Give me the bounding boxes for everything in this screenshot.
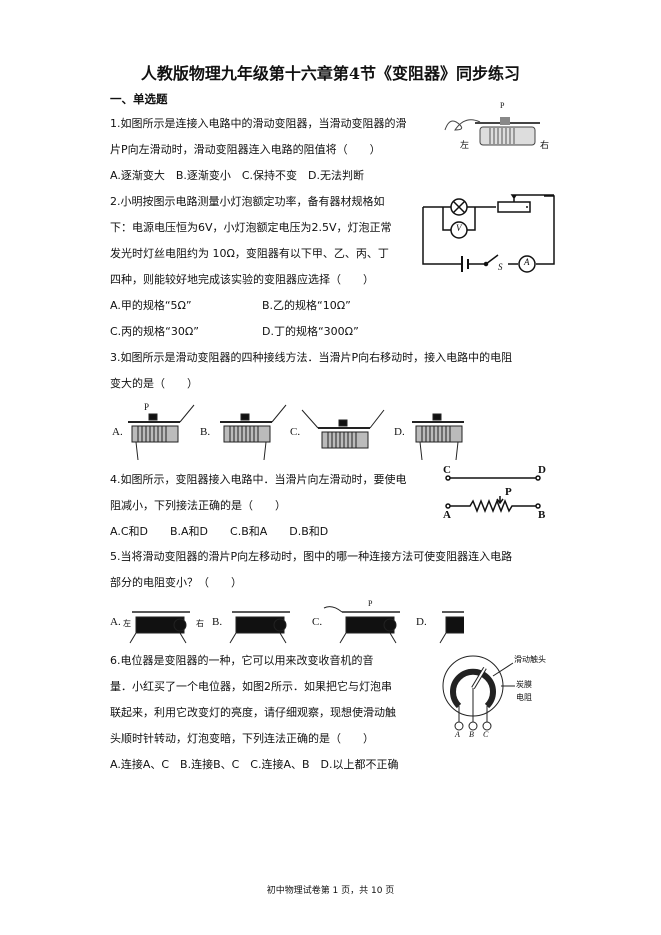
q2-switch-label: S	[498, 262, 503, 272]
q4-options: A.C和D B.A和D C.B和A D.B和D	[110, 525, 329, 538]
q6-contact-label: 滑动触头	[514, 655, 546, 664]
q2-ammeter-label: A	[524, 257, 530, 267]
q2-option-b: B.乙的规格“10Ω”	[262, 299, 351, 312]
q6-c-label: C	[483, 730, 489, 739]
q1-p-label: P	[500, 101, 505, 110]
q2-voltmeter-label: V	[456, 223, 462, 233]
q5-rheostat-figures	[129, 606, 464, 644]
q6-potentiometer-diagram	[442, 655, 515, 731]
q2-line: 下：电源电压恒为6V，小灯泡额定电压为2.5V，灯泡正常	[110, 221, 392, 234]
section-heading: 一、单选题	[110, 92, 168, 106]
q4-b-label: B	[538, 509, 546, 521]
q3-line: 3.如图所示是滑动变阻器的四种接线方法．当滑片P向右移动时，接入电路中的电阻	[110, 351, 513, 364]
q6-options: A.连接A、C B.连接B、C C.连接A、B D.以上都不正确	[110, 758, 399, 771]
q4-p-label: P	[505, 486, 512, 498]
q3-p-label: P	[144, 402, 150, 412]
q1-options: A.逐渐变大 B.逐渐变小 C.保持不变 D.无法判断	[110, 169, 365, 182]
q5-fig-b-label: B.	[212, 616, 223, 628]
q5-fig-c-label: C.	[312, 616, 323, 628]
q2-line: 2.小明按图示电路测量小灯泡额定功率，备有器材规格如	[110, 195, 385, 208]
q4-line: 4.如图所示，变阻器接入电路中．当滑片向左滑动时，要使电	[110, 473, 407, 486]
q4-a-label: A	[443, 509, 451, 521]
q2-option-c: C.丙的规格“30Ω”	[110, 325, 199, 338]
q6-line: 6.电位器是变阻器的一种，它可以用来改变收音机的音	[110, 654, 374, 667]
q3-fig-d-label: D.	[394, 426, 405, 438]
q3-fig-a-label: A.	[112, 426, 123, 438]
q6-film-label: 炭膜	[516, 680, 532, 689]
q5-left-label: 左	[123, 619, 131, 628]
q5-line: 部分的电阻变小？（ ）	[110, 576, 242, 589]
q6-a-label: A	[455, 730, 460, 739]
q2-line: 发光时灯丝电阻约为 10Ω，变阻器有以下甲、乙、丙、丁	[110, 247, 389, 260]
q5-fig-d-label: D.	[416, 616, 427, 628]
q6-resistor-label: 电阻	[516, 693, 532, 702]
q2-line: 四种，则能较好地完成该实验的变阻器应选择（ ）	[110, 273, 374, 286]
q1-right-label: 右	[540, 140, 550, 150]
q2-option-a: A.甲的规格“5Ω”	[110, 299, 192, 312]
q4-line: 阻减小，下列接法正确的是（ ）	[110, 499, 286, 512]
q1-line: 片P向左滑动时，滑动变阻器连入电路的阻值将（ ）	[110, 143, 381, 156]
q4-c-label: C	[443, 464, 451, 476]
q1-line: 1.如图所示是连接入电路中的滑动变阻器，当滑动变阻器的滑	[110, 117, 407, 130]
page-footer: 初中物理试卷第 1 页，共 10 页	[266, 886, 395, 896]
q5-right-label: 右	[196, 619, 204, 628]
q5-p-label: P	[368, 599, 373, 608]
q5-fig-a-label: A.	[110, 616, 121, 628]
q2-option-d: D.丁的规格“300Ω”	[262, 325, 359, 338]
q6-b-label: B	[469, 730, 474, 739]
q3-rheostat-figures	[128, 404, 464, 461]
q4-d-label: D	[538, 464, 546, 476]
q6-line: 联起来，利用它改变灯的亮度，请仔细观察，现想使滑动触	[110, 706, 396, 719]
q3-line: 变大的是（ ）	[110, 377, 198, 390]
q6-line: 头顺时针转动，灯泡变暗，下列连法正确的是（ ）	[110, 732, 374, 745]
q3-fig-c-label: C.	[290, 426, 301, 438]
q4-rheostat-diagram	[445, 475, 541, 514]
q1-left-label: 左	[460, 140, 470, 150]
q1-rheostat-figure	[444, 117, 540, 146]
q3-fig-b-label: B.	[200, 426, 211, 438]
q2-circuit-diagram	[422, 194, 555, 273]
page-title: 人教版物理九年级第十六章第4节《变阻器》同步练习	[140, 64, 521, 83]
q6-line: 量．小红买了一个电位器，如图2所示．如果把它与灯泡串	[110, 680, 392, 693]
q5-line: 5.当将滑动变阻器的滑片P向左移动时，图中的哪一种连接方法可使变阻器连入电路	[110, 550, 513, 563]
